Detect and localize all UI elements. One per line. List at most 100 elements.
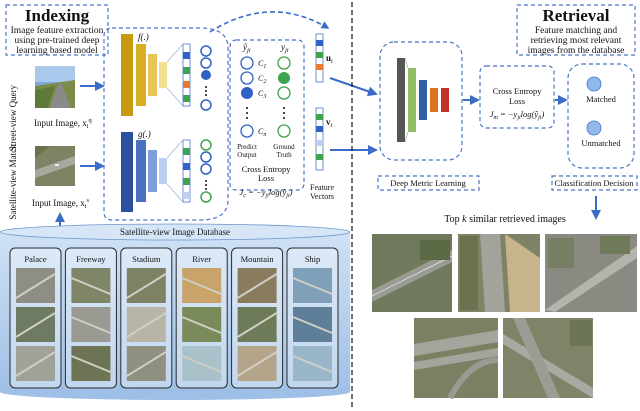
database-thumbnail-detail	[292, 277, 333, 295]
database-thumbnail-detail	[292, 355, 333, 373]
y-label: yji	[280, 42, 289, 54]
v-label: vi	[326, 117, 333, 129]
predict-column	[240, 56, 254, 138]
deep-metric-label: Deep Metric Learning	[390, 178, 466, 188]
database-category-label: Mountain	[241, 254, 275, 264]
f-nodes	[200, 45, 212, 111]
svg-text:C2: C2	[258, 74, 266, 85]
decision-caption-box	[551, 175, 638, 191]
database-category-label: Freeway	[76, 254, 106, 264]
f-label: f(.)	[138, 32, 149, 42]
retrieval-loss-formula: Jm = −yjilog(ŷji)	[490, 109, 545, 121]
deep-metric-box	[379, 41, 463, 161]
indexing-desc-3: learning based model	[16, 46, 98, 56]
retrieved-image-1	[371, 234, 453, 312]
matched-label: Matched	[586, 94, 616, 104]
database-title: Satellite-view Image Database	[120, 227, 230, 237]
g-feature-vector	[182, 139, 191, 203]
topk-label: Top k similar retrieved images	[444, 214, 566, 225]
database-column-stadium: Stadium	[120, 247, 173, 389]
database-category-label: Ship	[305, 254, 321, 264]
retrieval-desc-2: retrieving most relevant	[531, 36, 622, 46]
database-thumbnail-detail	[71, 277, 111, 295]
f-feature-vector	[182, 43, 191, 107]
database-category-label: Palace	[24, 254, 46, 264]
truth-column	[277, 56, 291, 138]
satellite-view-match-label: Satellite-view Match	[8, 144, 18, 220]
retrieval-loss-box	[479, 65, 555, 129]
g-nodes	[200, 139, 212, 203]
database-category-label: Stadium	[132, 254, 161, 264]
input-image-q-label: Input Image, xiq	[34, 117, 93, 130]
g-network	[121, 132, 167, 212]
database-thumbnail-detail	[237, 351, 278, 377]
unmatched-node	[586, 120, 602, 136]
database-thumbnail-detail	[181, 355, 222, 373]
database-thumbnail-detail	[15, 273, 56, 299]
database-thumbnail-detail	[292, 316, 333, 334]
ground-truth-label-2: Truth	[276, 151, 292, 159]
y-hat-label: ŷji	[242, 42, 251, 54]
fan-lines	[166, 43, 184, 203]
feature-extractor-box	[103, 27, 229, 221]
street-view-query-label: Street-view Query	[8, 84, 18, 151]
retrieval-title-box	[516, 4, 636, 56]
indexing-desc-2: using pre-trained deep	[15, 36, 100, 46]
retrieval-title: Retrieval	[542, 6, 609, 25]
feature-vectors-label-1: Feature	[310, 183, 334, 192]
matched-node	[586, 76, 602, 92]
database-thumbnail-detail	[237, 273, 278, 299]
class-prediction-box	[229, 39, 305, 191]
input-image-s-label: Input Image, xis	[32, 197, 90, 210]
indexing-desc-1: Image feature extraction	[11, 25, 104, 36]
street-view-image	[35, 66, 75, 108]
retrieval-desc-3: images from the database	[528, 45, 625, 56]
decision-box	[567, 63, 635, 169]
curved-dashed-arrow	[209, 11, 330, 33]
database-thumbnail-detail	[15, 351, 56, 377]
ce-loss-label-1: Cross Entropy	[242, 164, 292, 174]
database-thumbnail-detail	[15, 312, 56, 338]
ground-truth-label-1: Ground	[273, 143, 295, 151]
f-network	[121, 34, 167, 116]
retrieved-image-2	[458, 234, 540, 312]
database-thumbnail-detail	[71, 316, 111, 334]
database-column-palace: Palace	[9, 247, 62, 389]
satellite-view-image	[35, 146, 75, 186]
unmatched-label: Unmatched	[581, 138, 621, 148]
database-columns: Palace Freeway Stadium River Mountain Ship	[9, 247, 339, 389]
classification-label: Classification Decision	[554, 178, 634, 188]
retrieval-desc-1: Feature matching and	[535, 26, 618, 36]
retrieved-image-4	[414, 318, 499, 400]
database-column-ship: Ship	[286, 247, 339, 389]
g-label: g(.)	[138, 129, 151, 139]
database-thumbnail-detail	[126, 312, 167, 338]
database-category-label: River	[192, 254, 211, 264]
arrow-u-to-metric	[329, 77, 378, 97]
ce-formula: Jc = −yjilog(ŷji)	[240, 187, 293, 199]
indexing-title: Indexing	[25, 6, 90, 25]
v-vector	[315, 107, 324, 171]
svg-text:C1: C1	[258, 59, 266, 70]
feature-vectors-label-2: Vectors	[310, 192, 334, 201]
database-thumbnail-detail	[126, 351, 167, 377]
database-thumbnail-detail	[126, 273, 167, 299]
svg-text:C3: C3	[258, 89, 266, 100]
predict-output-label-1: Predict	[237, 143, 257, 151]
retrieval-loss-label-2: Loss	[509, 96, 525, 106]
database-thumbnail-detail	[181, 277, 222, 295]
predict-output-label-2: Output	[237, 151, 257, 159]
database-thumbnail-detail	[181, 316, 222, 334]
database-column-mountain: Mountain	[231, 247, 284, 389]
retrieved-image-5	[503, 318, 593, 398]
svg-text:Cn: Cn	[258, 127, 266, 138]
ce-loss-label-2: Loss	[258, 173, 274, 183]
database-column-river: River	[175, 247, 228, 389]
deep-metric-network	[397, 57, 449, 143]
u-label: ui	[326, 53, 333, 65]
retrieved-image-3	[545, 234, 637, 312]
database-thumbnail-detail	[237, 312, 278, 338]
indexing-title-box	[5, 4, 109, 56]
database-column-freeway: Freeway	[64, 247, 117, 389]
